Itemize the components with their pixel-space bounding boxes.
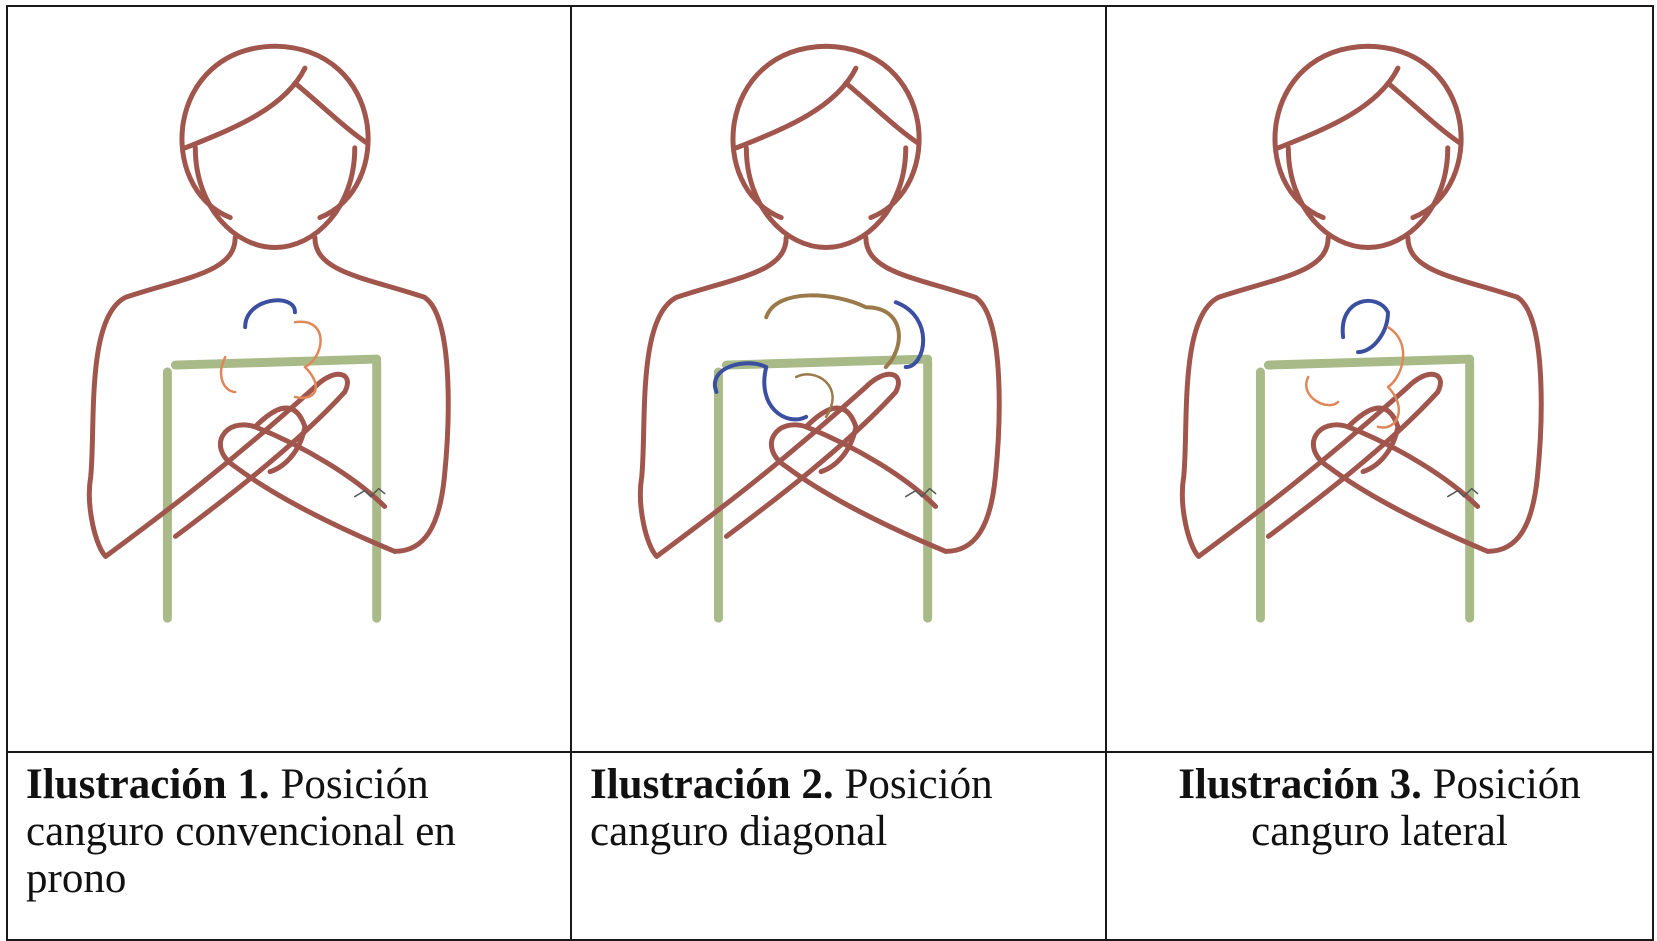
left-forearm: [1196, 371, 1443, 559]
kangaroo-lateral-drawing: [1179, 43, 1544, 623]
caption-2-label: Ilustración 2.: [590, 761, 834, 808]
caption-3-label: Ilustración 3.: [1178, 761, 1422, 808]
caption-1-label: Ilustración 1.: [26, 761, 270, 808]
hair-fringe-right: [1385, 80, 1463, 146]
hand: [1345, 405, 1401, 475]
signature-mark: [1447, 487, 1479, 498]
caption-1: Ilustración 1. Posición canguro convenci…: [6, 751, 572, 941]
chair-top-bar: [1263, 354, 1475, 370]
illustration-3-image: [1179, 43, 1544, 623]
hair-fringe-right: [292, 80, 370, 146]
kangaroo-conventional-drawing: [86, 43, 451, 623]
baby-limb: [794, 373, 834, 419]
right-shoulder-arm: [312, 235, 451, 554]
baby-head: [1340, 298, 1390, 355]
left-shoulder-arm: [637, 235, 789, 559]
hair-fringe: [733, 65, 859, 151]
baby-body: [293, 320, 322, 400]
baby-body: [712, 361, 809, 422]
illustration-1-cell: [6, 5, 572, 753]
hair-fringe: [182, 65, 308, 151]
left-forearm: [103, 371, 350, 559]
baby-arm: [219, 355, 237, 394]
chair-top-bar: [170, 354, 382, 370]
signature-mark: [354, 487, 386, 498]
hand: [252, 405, 308, 475]
illustration-2-cell: [570, 5, 1107, 753]
caption-3-text: Posición canguro lateral: [1251, 761, 1581, 855]
illustration-1-image: [86, 43, 451, 623]
right-forearm: [768, 422, 949, 554]
right-shoulder-arm: [863, 235, 1002, 554]
hair-outline: [1272, 43, 1464, 221]
hair-fringe-right: [843, 80, 921, 146]
hair-fringe: [1275, 65, 1401, 151]
caption-1-text: Posición canguro convencional en prono: [26, 761, 456, 902]
captions-row: Ilustración 1. Posición canguro convenci…: [6, 751, 1654, 941]
figure-table: Ilustración 1. Posición canguro convenci…: [6, 5, 1654, 941]
baby-arm: [1305, 375, 1340, 407]
illustrations-row: [6, 5, 1654, 753]
left-shoulder-arm: [1179, 235, 1331, 559]
caption-2-text: Posición canguro diagonal: [590, 761, 993, 855]
hair-outline: [730, 43, 922, 221]
baby-hair: [764, 293, 901, 370]
baby-head: [893, 300, 925, 370]
kangaroo-diagonal-drawing: [637, 43, 1002, 623]
left-forearm: [654, 371, 901, 559]
baby-head: [243, 298, 297, 330]
right-forearm: [217, 422, 398, 554]
signature-mark: [905, 487, 937, 498]
left-shoulder-arm: [86, 235, 238, 559]
hair-outline: [179, 43, 371, 221]
hand: [803, 405, 859, 475]
caption-3: Ilustración 3. Posición canguro lateral: [1105, 751, 1654, 941]
caption-2: Ilustración 2. Posición canguro diagonal: [570, 751, 1107, 941]
face-outline: [743, 145, 909, 250]
right-forearm: [1310, 422, 1491, 554]
face-outline: [1285, 145, 1451, 250]
illustration-3-cell: [1105, 5, 1654, 753]
illustration-2-image: [637, 43, 1002, 623]
right-shoulder-arm: [1405, 235, 1544, 554]
baby-body: [1376, 325, 1405, 429]
face-outline: [192, 145, 358, 250]
